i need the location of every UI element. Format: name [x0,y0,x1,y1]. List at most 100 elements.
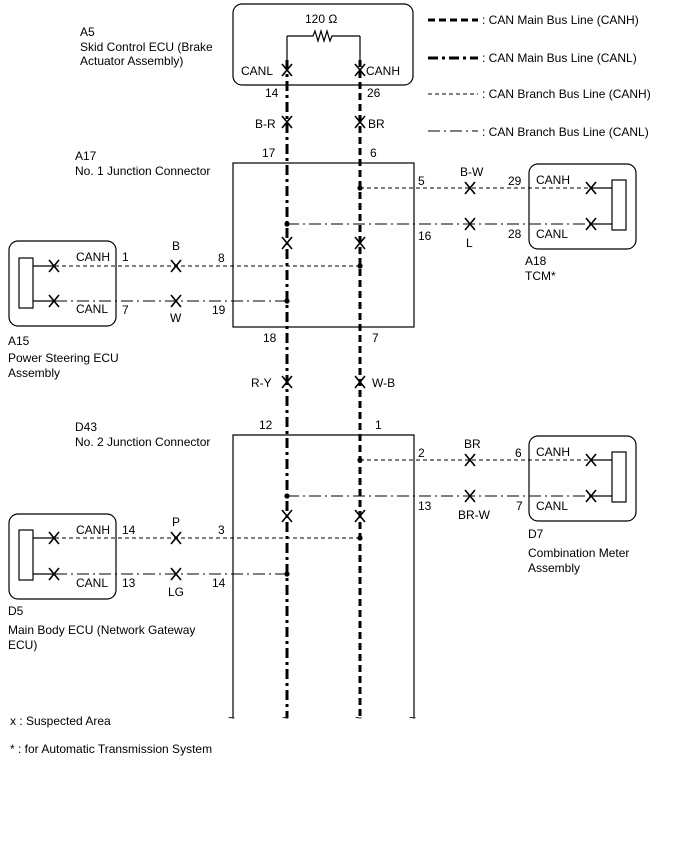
suspected-area-x-icon [170,294,182,308]
d5-connector-icon [18,529,34,581]
d7-combination-meter: CANH CANL 6 7 BR BR-W D7 Combination Met… [458,435,637,575]
a5-name-line1: Skid Control ECU (Brake [80,40,213,54]
suspected-area-x-icon [464,489,476,503]
suspected-area-x-icon [354,63,366,77]
a15-connector-icon [18,257,34,309]
a17-name: No. 1 Junction Connector [75,164,210,178]
a17-pin-16: 16 [418,229,432,243]
legend: : CAN Main Bus Line (CANH) : CAN Main Bu… [428,13,651,139]
legend-main-canh-text: : CAN Main Bus Line (CANH) [482,13,639,27]
suspected-area-x-icon [354,375,366,389]
a18-code: A18 [525,254,547,268]
suspected-area-x-icon [585,217,597,231]
a18-box [528,163,637,250]
a17-pin-19: 19 [212,303,226,317]
a17-box [232,162,415,328]
a15-power-steering-ecu: CANH CANL 1 7 B W A15 Power Steering ECU… [8,239,182,380]
d43-pin-13: 13 [418,499,432,513]
suspected-area-x-icon [464,453,476,467]
d5-box [8,513,117,600]
suspected-area-x-icon [354,115,366,129]
a18-wire-canl-color: L [466,236,473,250]
d5-wire-canl-color: LG [168,585,184,599]
suspected-area-x-icon [354,509,366,523]
suspected-area-x-icon [48,567,60,581]
a5-canh-label: CANH [366,64,400,78]
suspected-area-x-icon [354,236,366,250]
a5-canl-label: CANL [241,64,273,78]
d5-code: D5 [8,604,24,618]
note-automatic-transmission: * : for Automatic Transmission System [10,742,212,756]
suspected-area-x-icon [48,294,60,308]
a5-pin-canh: 26 [367,86,381,100]
a17-code: A17 [75,149,97,163]
a15-wire-canl-color: W [170,311,182,325]
a5-pin-canl: 14 [265,86,279,100]
d43-junction-connector: D43 No. 2 Junction Connector 12 1 2 13 3… [75,418,432,718]
a5-skid-control-ecu: A5 Skid Control ECU (Brake Actuator Asse… [80,3,414,131]
continuation-tilde: ~ [409,711,416,725]
d7-code: D7 [528,527,544,541]
d7-box [528,435,637,522]
continuation-tilde: ~ [228,711,235,725]
d5-pin-canh: 14 [122,523,136,537]
a18-canh-label: CANH [536,173,570,187]
d43-code: D43 [75,420,97,434]
legend-main-canl-text: : CAN Main Bus Line (CANL) [482,51,637,65]
suspected-area-x-icon [48,531,60,545]
d5-canh-label: CANH [76,523,110,537]
suspected-area-x-icon [281,63,293,77]
d5-name-line1: Main Body ECU (Network Gateway [8,623,195,637]
suspected-area-x-icon [464,181,476,195]
d7-name-line1: Combination Meter [528,546,629,560]
a18-wire-canh-color: B-W [460,165,484,179]
d7-wire-canh-color: BR [464,437,481,451]
suspected-area-x-icon [585,181,597,195]
d7-pin-canl: 7 [516,499,523,513]
mid-wire-canl-color: R-Y [251,376,272,390]
a15-box [8,240,117,327]
d5-name-line2: ECU) [8,638,37,652]
a15-pin-canl: 7 [122,303,129,317]
mid-wire-canh-color: W-B [372,376,395,390]
suspected-area-x-icon [281,375,293,389]
suspected-area-x-icon [48,259,60,273]
a18-tcm: CANH CANL 29 28 B-W L A18 TCM* [460,163,637,283]
a15-name-line1: Power Steering ECU [8,351,119,365]
a15-canl-label: CANL [76,302,108,316]
a5-code: A5 [80,25,95,39]
d5-main-body-ecu: CANH CANL 14 13 P LG D5 Main Body ECU (N… [8,513,195,652]
a5-wire-canl-color: B-R [255,117,276,131]
a17-pin-6: 6 [370,146,377,160]
note-suspected-area: x : Suspected Area [10,714,111,728]
a17-pin-18: 18 [263,331,277,345]
a15-pin-canh: 1 [122,250,129,264]
a17-pin-17: 17 [262,146,276,160]
a5-wire-canh-color: BR [368,117,385,131]
d43-name: No. 2 Junction Connector [75,435,210,449]
a17-pin-5: 5 [418,174,425,188]
resistor-label: 120 Ω [305,12,337,26]
suspected-area-x-icon [170,531,182,545]
suspected-area-x-icon [281,115,293,129]
d7-wire-canl-color: BR-W [458,508,491,522]
d43-pin-3: 3 [218,523,225,537]
suspected-area-marks [48,63,597,581]
a18-pin-canl: 28 [508,227,522,241]
suspected-area-x-icon [170,259,182,273]
d43-pin-12: 12 [259,418,273,432]
a17-pin-8: 8 [218,251,225,265]
a5-box [232,3,414,86]
legend-branch-canl-text: : CAN Branch Bus Line (CANL) [482,125,649,139]
d7-canl-label: CANL [536,499,568,513]
a15-wire-canh-color: B [172,239,180,253]
d43-pin-2: 2 [418,446,425,460]
a15-canh-label: CANH [76,250,110,264]
d43-pin-1: 1 [375,418,382,432]
d43-box [232,434,415,718]
continuation-tilde: ~ [355,711,362,725]
continuation-tilde: ~ [282,711,289,725]
suspected-area-x-icon [585,489,597,503]
a17-pin-7: 7 [372,331,379,345]
